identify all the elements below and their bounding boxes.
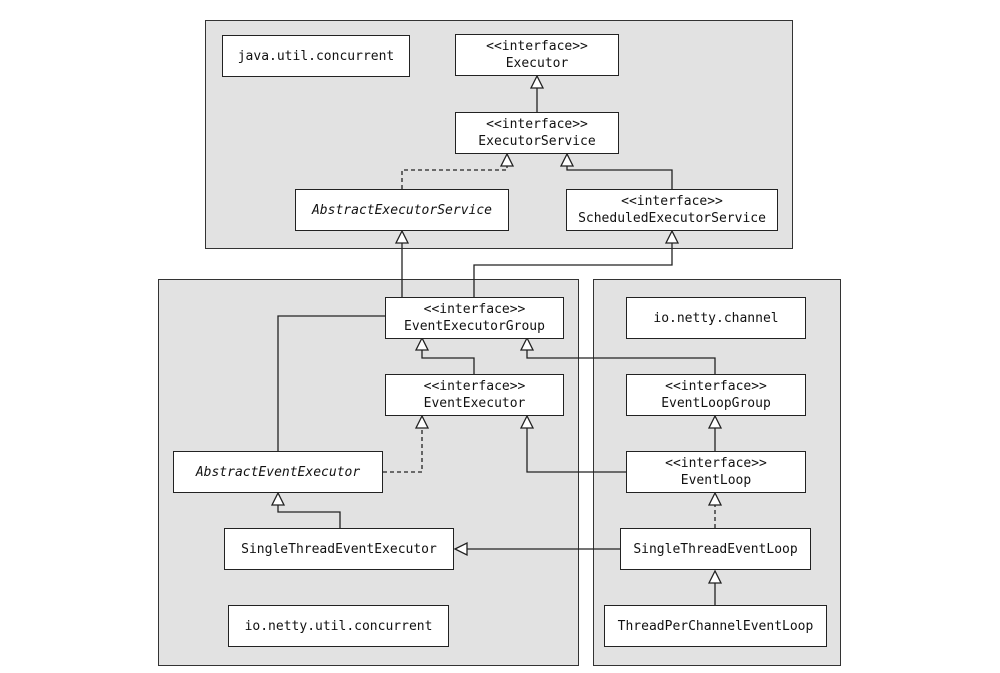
package-name: java.util.concurrent	[237, 48, 395, 64]
class-stereotype: <<interface>>	[423, 302, 526, 317]
edge-abstracteventexecutor-eventexecutor	[383, 428, 423, 473]
class-single-thread-event-executor: SingleThreadEventExecutor	[224, 528, 454, 570]
arrowhead	[707, 414, 723, 429]
arrowhead	[394, 229, 410, 244]
class-single-thread-event-loop: SingleThreadEventLoop	[620, 528, 811, 570]
class-stereotype: <<interface>>	[423, 379, 526, 394]
edge-abstracteventexecutor-eventexecutorgroup	[277, 315, 385, 451]
class-name: ThreadPerChannelEventLoop	[617, 618, 814, 634]
class-stereotype: <<interface>>	[665, 379, 767, 394]
class-name: AbstractExecutorService	[311, 202, 492, 218]
arrowhead	[519, 414, 535, 429]
class-stereotype: <<interface>>	[486, 117, 588, 132]
class-executor: <<interface>> Executor	[455, 34, 619, 76]
class-scheduled-executor-service: <<interface>> ScheduledExecutorService	[566, 189, 778, 231]
class-stereotype: <<interface>>	[486, 39, 588, 54]
class-name: ExecutorService	[478, 134, 596, 149]
package-label-java-util-concurrent: java.util.concurrent	[222, 35, 410, 77]
edge-singlethreadeventexecutor-abstracteventexecutor	[277, 505, 341, 528]
class-abstract-event-executor: AbstractEventExecutor	[173, 451, 383, 493]
class-event-loop-group: <<interface>> EventLoopGroup	[626, 374, 806, 416]
arrowhead	[414, 414, 430, 429]
edge-eventexecutor-eventexecutorgroup	[421, 350, 475, 374]
edge-eventloopgroup-eventexecutorgroup	[526, 350, 716, 374]
arrowhead	[499, 152, 515, 167]
arrowhead	[707, 491, 723, 506]
edge-eventloop-eventexecutor	[526, 428, 626, 473]
package-name: io.netty.util.concurrent	[244, 618, 433, 634]
arrowhead	[529, 74, 545, 89]
class-thread-per-channel-event-loop: ThreadPerChannelEventLoop	[604, 605, 827, 647]
arrowhead	[270, 491, 286, 506]
class-stereotype: <<interface>>	[621, 194, 723, 209]
arrowhead	[414, 336, 430, 351]
class-event-executor: <<interface>> EventExecutor	[385, 374, 564, 416]
class-event-executor-group: <<interface>> EventExecutorGroup	[385, 297, 564, 339]
class-name: EventExecutor	[423, 396, 526, 411]
edge-eventexecutorgroup-scheduledexecutorservice	[473, 243, 673, 297]
arrowhead	[664, 229, 680, 244]
arrowhead	[453, 541, 468, 557]
class-name: EventLoopGroup	[661, 396, 771, 411]
package-label-io-netty-channel: io.netty.channel	[626, 297, 806, 339]
package-name: io.netty.channel	[653, 310, 779, 326]
class-executor-service: <<interface>> ExecutorService	[455, 112, 619, 154]
class-abstract-executor-service: AbstractExecutorService	[295, 189, 509, 231]
class-event-loop: <<interface>> EventLoop	[626, 451, 806, 493]
package-label-io-netty-util-concurrent: io.netty.util.concurrent	[228, 605, 449, 647]
class-name: AbstractEventExecutor	[195, 464, 361, 480]
class-stereotype: <<interface>>	[665, 456, 767, 471]
arrowhead	[707, 569, 723, 584]
class-name: Executor	[505, 56, 569, 71]
class-name: EventExecutorGroup	[404, 319, 545, 334]
class-name: ScheduledExecutorService	[578, 211, 766, 226]
class-name: SingleThreadEventExecutor	[241, 541, 437, 557]
class-name: SingleThreadEventLoop	[633, 541, 798, 557]
edge-abstractexecutorservice-executorservice	[401, 166, 508, 189]
arrowhead	[559, 152, 575, 167]
edge-scheduledexecutorservice-executorservice	[566, 166, 673, 189]
class-name: EventLoop	[680, 473, 752, 488]
arrowhead	[519, 336, 535, 351]
